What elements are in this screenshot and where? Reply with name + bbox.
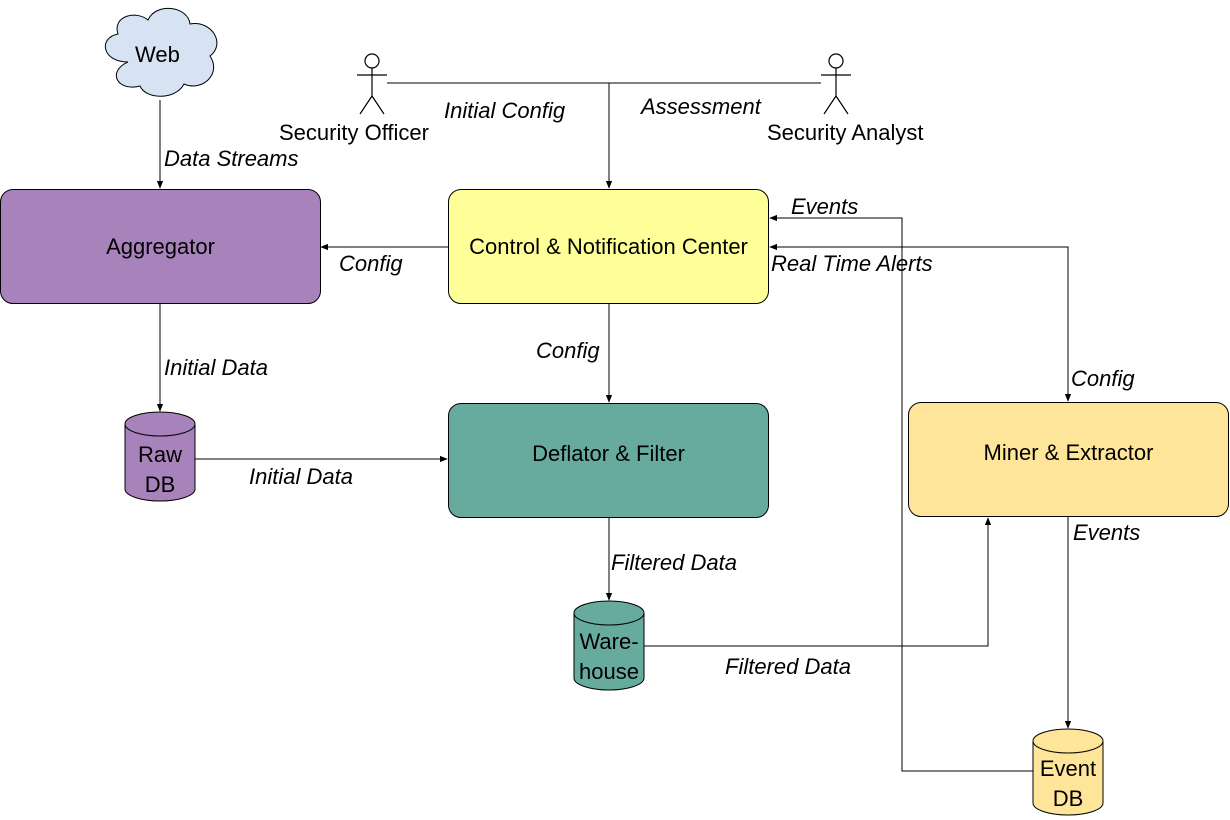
web-cloud-shape <box>104 7 218 97</box>
edge-label-filtered-data-warehouse: Filtered Data <box>611 550 737 575</box>
security-analyst-icon <box>821 53 851 115</box>
event-db-line2: DB <box>1052 786 1084 811</box>
edge-label-initial-data-deflator: Initial Data <box>249 464 353 489</box>
deflator-filter-box[interactable]: Deflator & Filter <box>448 403 769 518</box>
edge-label-config-deflator: Config <box>536 338 600 363</box>
edge-label-initial-config: Initial Config <box>444 98 566 123</box>
raw-db-line1: Raw <box>137 442 182 467</box>
edge-control-miner-bidirectional <box>769 243 1072 402</box>
aggregator-label: Aggregator <box>106 233 215 259</box>
warehouse-db-line2: house <box>579 659 639 684</box>
security-analyst-label: Security Analyst <box>767 120 924 145</box>
warehouse-db-label: Ware- house <box>569 627 649 687</box>
edge-label-config-miner: Config <box>1071 366 1135 391</box>
miner-extractor-box[interactable]: Miner & Extractor <box>908 402 1229 517</box>
edge-warehouse-to-miner <box>644 517 992 647</box>
edge-label-events-eventdb: Events <box>1073 520 1141 545</box>
raw-db-label: Raw DB <box>125 440 195 500</box>
edge-label-real-time-alerts: Real Time Alerts <box>771 251 933 276</box>
edge-label-assessment: Assessment <box>641 94 761 119</box>
edge-label-initial-data-rawdb: Initial Data <box>164 355 268 380</box>
warehouse-db-line1: Ware- <box>579 629 639 654</box>
deflator-filter-label: Deflator & Filter <box>532 440 685 466</box>
web-label: Web <box>135 42 180 67</box>
edge-label-events-control: Events <box>791 194 859 219</box>
control-center-label: Control & Notification Center <box>469 233 748 259</box>
edge-eventdb-to-control <box>769 214 1033 772</box>
event-db-label: Event DB <box>1030 754 1106 814</box>
edge-label-filtered-data-miner: Filtered Data <box>725 654 851 679</box>
edge-label-config-aggregator: Config <box>339 251 403 276</box>
security-officer-icon <box>357 53 387 115</box>
event-db-shape <box>1032 728 1104 816</box>
raw-db-line2: DB <box>144 472 176 497</box>
event-db-line1: Event <box>1039 756 1097 781</box>
raw-db-shape <box>124 411 196 502</box>
warehouse-db-shape <box>573 600 645 691</box>
miner-extractor-label: Miner & Extractor <box>983 439 1154 465</box>
control-center-box[interactable]: Control & Notification Center <box>448 189 769 304</box>
aggregator-box[interactable]: Aggregator <box>0 189 321 304</box>
security-officer-label: Security Officer <box>279 120 429 145</box>
edge-label-data-streams: Data Streams <box>164 146 299 171</box>
